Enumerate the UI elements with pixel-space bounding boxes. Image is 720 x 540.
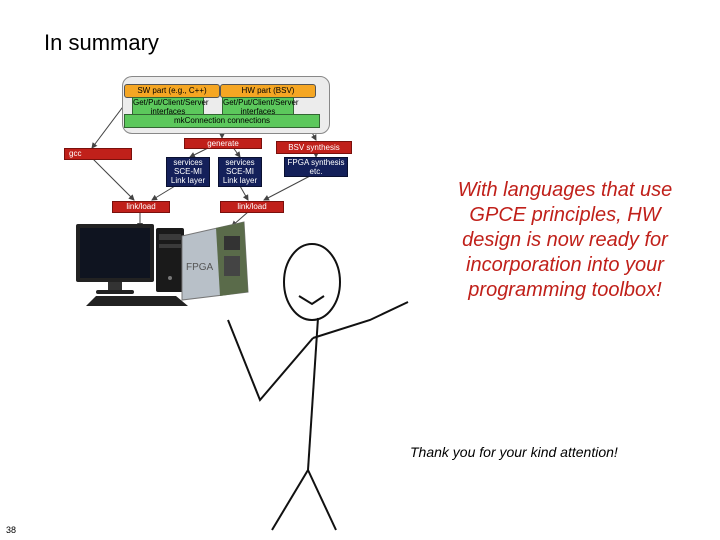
arrow-services-left-to-linkload: [151, 185, 176, 201]
fpga-board-label: FPGA: [186, 262, 214, 273]
main-message: With languages that use GPCE principles,…: [457, 179, 673, 301]
slide-title: In summary: [44, 30, 159, 55]
stick-figure-icon: [227, 243, 409, 531]
sw-interfaces-box: Get/Put/Client/Server interfaces: [132, 97, 209, 116]
slide-number: 38: [6, 525, 17, 535]
connections-box: mkConnection connections: [124, 114, 320, 128]
bsv-synthesis-box: BSV synthesis: [276, 141, 352, 154]
monitor-icon: [76, 224, 154, 294]
hw-part-box: HW part (BSV): [220, 84, 316, 98]
gcc-box: gcc: [64, 148, 132, 160]
fpga-board-icon: [181, 221, 249, 301]
thanks-text: Thank you for your kind attention!: [410, 444, 618, 460]
sw-part-box: SW part (e.g., C++): [124, 84, 220, 98]
arrow-services-right-to-linkload: [239, 185, 249, 201]
link-load-left-box: link/load: [112, 201, 170, 213]
services-left-box: services SCE-MI Link layer: [166, 157, 210, 187]
fpga-synthesis-box: FPGA synthesis etc.: [284, 157, 348, 177]
services-right-box: services SCE-MI Link layer: [218, 157, 262, 187]
hw-interfaces-box: Get/Put/Client/Server interfaces: [222, 97, 299, 116]
arrow-gcc-to-linkload: [91, 157, 135, 201]
arrow-fpga-synth-to-linkload: [263, 175, 311, 201]
computer-tower-icon: [156, 228, 184, 292]
link-load-right-box: link/load: [220, 201, 284, 213]
generate-box: generate: [184, 138, 262, 149]
keyboard-icon: [86, 296, 188, 306]
